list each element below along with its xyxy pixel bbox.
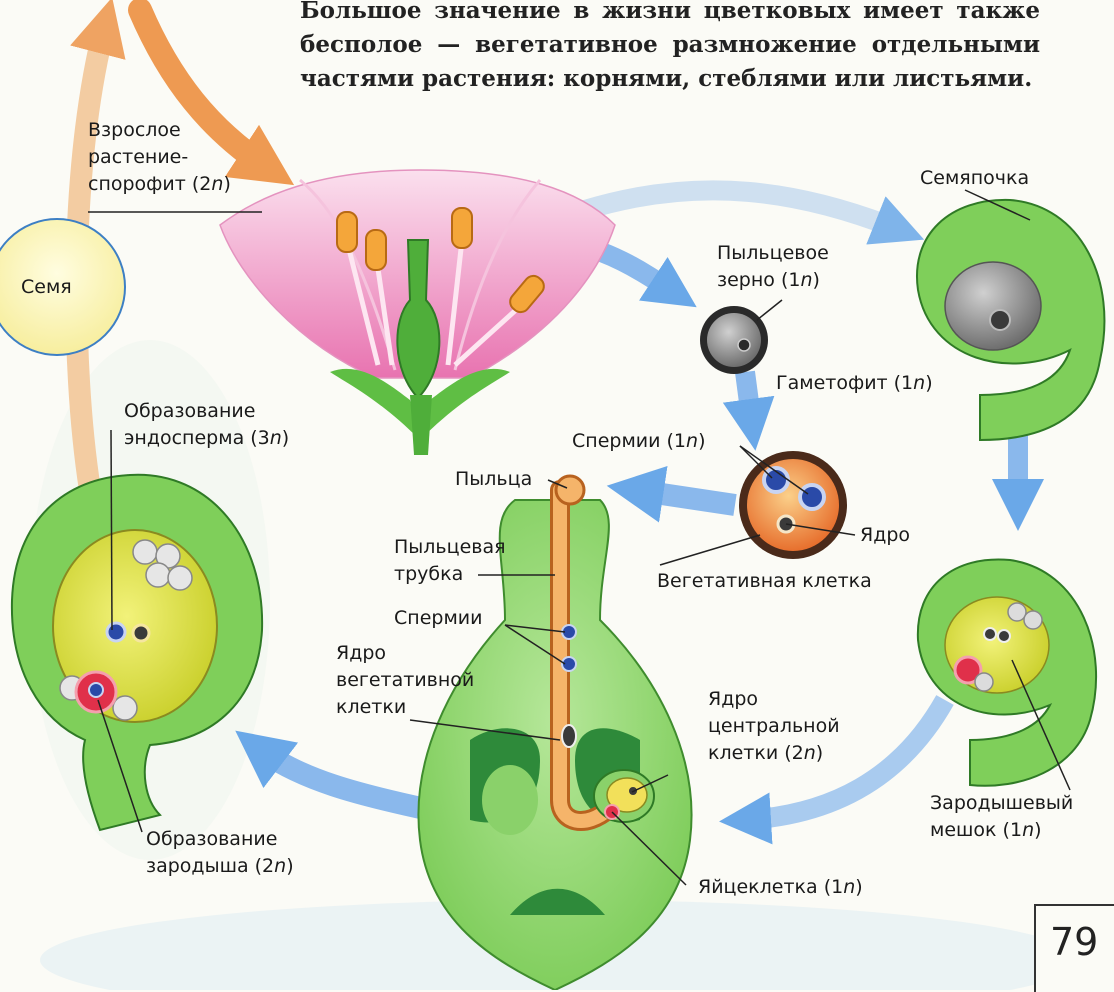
anther — [366, 230, 386, 270]
label-embryo-formation: Образование зародыша (2n) — [146, 826, 294, 880]
label-pollen: Пыльца — [455, 466, 532, 493]
embryo-sac-ovule — [918, 559, 1096, 785]
label-vegetative-nucleus: Ядро вегетативной клетки — [336, 640, 474, 721]
page-number: 79 — [1050, 920, 1098, 964]
label-seed: Семя — [21, 274, 72, 301]
label-adult-plant: Взрослое растение- спорофит (2n) — [88, 117, 231, 198]
arrow-pollen-down — [745, 372, 752, 425]
anther — [452, 208, 472, 248]
intro-paragraph: Большое значение в жизни цветковых имеет… — [300, 0, 1040, 96]
page-number-box: 79 — [1034, 904, 1114, 992]
arrow-pistil-to-seed — [258, 748, 430, 810]
label-pollen-grain: Пыльцевое зерно (1n) — [717, 240, 829, 294]
label-endosperm-formation: Образование эндосперма (3n) — [124, 398, 289, 452]
label-gametophyte: Гаметофит (1n) — [776, 370, 933, 397]
label-pollen-tube: Пыльцевая трубка — [394, 534, 506, 588]
ovule — [917, 200, 1104, 440]
label-egg-cell: Яйцеклетка (1n) — [698, 874, 863, 901]
label-central-cell-nucleus: Ядро центральной клетки (2n) — [708, 686, 840, 767]
arrow-pollen-to-stigma — [635, 490, 735, 505]
label-sperms-top: Спермии (1n) — [572, 428, 705, 455]
label-sperms-mid: Спермии — [394, 605, 482, 632]
arrow-flower-to-ovule — [585, 190, 900, 230]
label-vegetative-cell: Вегетативная клетка — [657, 568, 872, 595]
anther — [337, 212, 357, 252]
gametophyte — [739, 451, 847, 559]
label-ovule: Семяпочка — [920, 165, 1029, 192]
pollen-grain — [700, 306, 768, 374]
label-nucleus: Ядро — [860, 522, 910, 549]
label-embryo-sac: Зародышевый мешок (1n) — [930, 790, 1073, 844]
